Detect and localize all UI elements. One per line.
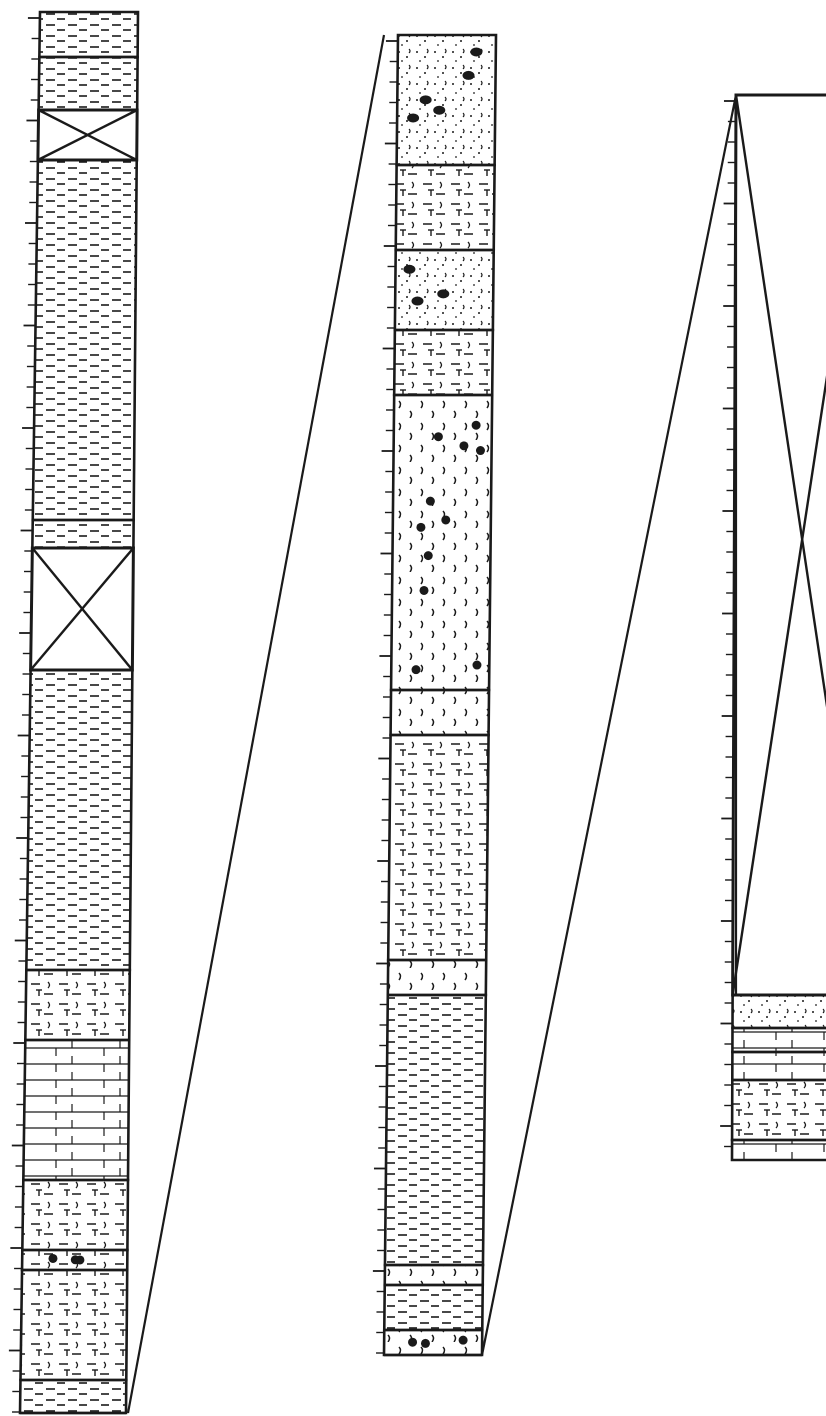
lithology-unit-shaly-limestone: [396, 165, 495, 250]
lithology-unit-argillaceous-limestone: [25, 970, 129, 1040]
lithology-unit-argillaceous-limestone: [732, 1080, 826, 1140]
lithology-unit-limestone: [732, 1028, 826, 1052]
nodule-mark: [412, 665, 421, 674]
nodule-mark: [459, 441, 468, 450]
lithology-unit-shale: [33, 160, 137, 520]
nodule-mark: [407, 113, 419, 122]
lithology-unit-shaly-limestone: [394, 330, 493, 395]
lithology-unit-shale: [39, 12, 138, 57]
lithology-unit-argillaceous-limestone: [20, 1270, 127, 1380]
lithology-unit-marl: [388, 960, 486, 995]
lithology-unit-shale: [26, 670, 132, 970]
nodule-mark: [433, 106, 445, 115]
lithology-unit-marl: [385, 1265, 483, 1285]
nodule-mark: [459, 1336, 468, 1345]
nodule-mark: [470, 47, 482, 56]
nodule-mark: [71, 1255, 80, 1264]
lithology-unit-nodular-marl: [391, 395, 492, 690]
nodule-mark: [420, 586, 429, 595]
correlation-line: [482, 95, 736, 1355]
lithology-unit-shale: [20, 1380, 126, 1413]
lithology-unit-shale: [32, 520, 133, 548]
nodule-mark: [463, 71, 475, 80]
lithology-unit-shale: [39, 57, 138, 110]
nodule-mark: [441, 515, 450, 524]
lithology-unit-covered-interval: [31, 548, 134, 670]
correlation-line: [128, 35, 384, 1413]
lithology-unit-shale: [385, 995, 486, 1265]
lithology-unit-covered-interval: [733, 95, 826, 995]
nodule-mark: [476, 446, 485, 455]
nodule-mark: [48, 1254, 57, 1263]
lithology-unit-argillaceous-limestone: [22, 1180, 128, 1250]
nodule-mark: [434, 432, 443, 441]
lithology-unit-pebbly-sandstone: [395, 250, 494, 330]
lithology-unit-limestone: [732, 1140, 826, 1160]
nodule-mark: [426, 497, 435, 506]
lithology-unit-covered-interval: [38, 110, 137, 160]
lithology-unit-shaly-limestone: [388, 735, 488, 960]
column-1: [9, 12, 138, 1413]
nodule-mark: [472, 421, 481, 430]
lithology-unit-nodular-limestone: [22, 1250, 127, 1270]
lithology-unit-limestone: [23, 1040, 129, 1180]
lithology-unit-pebbly-sandstone: [397, 35, 496, 165]
lithology-unit-nodular-marl: [384, 1330, 482, 1355]
lithology-unit-marl: [391, 690, 489, 735]
column-2: [373, 35, 496, 1355]
lithology-unit-sandy-marl: [732, 995, 826, 1028]
lithology-unit-shale: [384, 1285, 482, 1330]
nodule-mark: [420, 95, 432, 104]
lithology-unit-limestone: [732, 1052, 826, 1080]
nodule-mark: [424, 551, 433, 560]
nodule-mark: [472, 661, 481, 670]
nodule-mark: [408, 1338, 417, 1347]
nodule-mark: [437, 289, 449, 298]
nodule-mark: [403, 265, 415, 274]
nodule-mark: [421, 1339, 430, 1348]
nodule-mark: [412, 297, 424, 306]
nodule-mark: [416, 523, 425, 532]
